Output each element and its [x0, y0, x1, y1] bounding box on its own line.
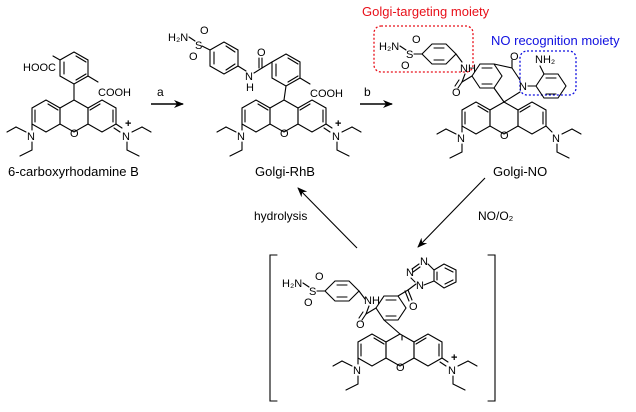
svg-text:O: O — [356, 319, 365, 331]
svg-text:O: O — [315, 271, 324, 283]
svg-text:O: O — [510, 51, 519, 63]
svg-text:NH: NH — [364, 295, 380, 307]
arrow-hydrolysis — [297, 187, 358, 249]
svg-text:N: N — [416, 280, 424, 292]
svg-text:O: O — [412, 34, 421, 46]
svg-text:N: N — [420, 256, 428, 268]
no-recognition-box — [519, 50, 577, 96]
svg-text:HOOC: HOOC — [23, 62, 56, 74]
svg-text:O: O — [396, 362, 405, 374]
svg-text:O: O — [257, 47, 266, 59]
svg-text:N: N — [122, 131, 130, 143]
svg-text:H₂N: H₂N — [168, 32, 188, 44]
svg-text:N: N — [27, 131, 35, 143]
svg-text:COOH: COOH — [98, 87, 131, 99]
no-recognition-moiety-label: NO recognition moiety — [491, 33, 620, 48]
svg-text:O: O — [401, 60, 410, 72]
golgi-targeting-box — [373, 25, 474, 73]
svg-text:N: N — [406, 267, 414, 279]
compound-label-6-carboxyrhodamine-b: 6-carboxyrhodamine B — [8, 164, 139, 179]
svg-text:H₂N: H₂N — [282, 278, 302, 290]
svg-text:COOH: COOH — [310, 88, 343, 100]
reaction-condition-b: b — [364, 85, 371, 99]
svg-text:S: S — [195, 40, 202, 52]
svg-text:S: S — [309, 286, 316, 298]
svg-text:NH₂: NH₂ — [535, 54, 555, 66]
svg-text:O: O — [280, 128, 289, 140]
svg-text:O: O — [189, 51, 198, 63]
svg-text:O: O — [70, 128, 79, 140]
compound-label-golgi-no: Golgi-NO — [493, 164, 548, 179]
bracket-left — [269, 254, 278, 402]
svg-text:+: + — [451, 352, 457, 364]
compound-label-golgi-rhb: Golgi-RhB — [255, 164, 315, 179]
svg-text:N: N — [519, 81, 527, 93]
reaction-condition-hydrolysis: hydrolysis — [254, 209, 308, 223]
golgi-targeting-moiety-label: Golgi-targeting moiety — [362, 4, 490, 19]
svg-text:N: N — [237, 131, 245, 143]
structure-golgi-no: H₂N S O O NH O O N NH₂ — [379, 34, 582, 159]
svg-text:O: O — [304, 297, 313, 309]
svg-text:+: + — [335, 118, 341, 130]
svg-text:N: N — [448, 365, 456, 377]
reaction-condition-no-o2: NO/O₂ — [478, 209, 514, 223]
svg-text:N: N — [245, 71, 253, 83]
bracket-right — [487, 254, 496, 402]
structure-golgi-rhb: H₂N S O O N H O COOH O — [168, 25, 362, 157]
svg-text:O: O — [500, 130, 509, 142]
arrow-no-o2 — [417, 177, 486, 248]
svg-text:N: N — [332, 131, 340, 143]
svg-text:S: S — [406, 49, 413, 61]
svg-text:O: O — [200, 25, 209, 37]
svg-text:N: N — [457, 133, 465, 145]
structure-intermediate: H₂N S O O NH O O N N N — [282, 256, 478, 391]
structure-6-carboxyrhodamine-b: HOOC COOH O N N + — [6, 51, 152, 157]
reaction-condition-a: a — [157, 85, 164, 99]
svg-text:H₂N: H₂N — [379, 41, 399, 53]
svg-text:O: O — [452, 87, 461, 99]
svg-text:N: N — [353, 365, 361, 377]
svg-text:O: O — [409, 301, 418, 313]
svg-text:+: + — [125, 118, 131, 130]
svg-text:H: H — [246, 82, 254, 94]
svg-text:NH: NH — [460, 63, 476, 75]
svg-text:N: N — [552, 133, 560, 145]
